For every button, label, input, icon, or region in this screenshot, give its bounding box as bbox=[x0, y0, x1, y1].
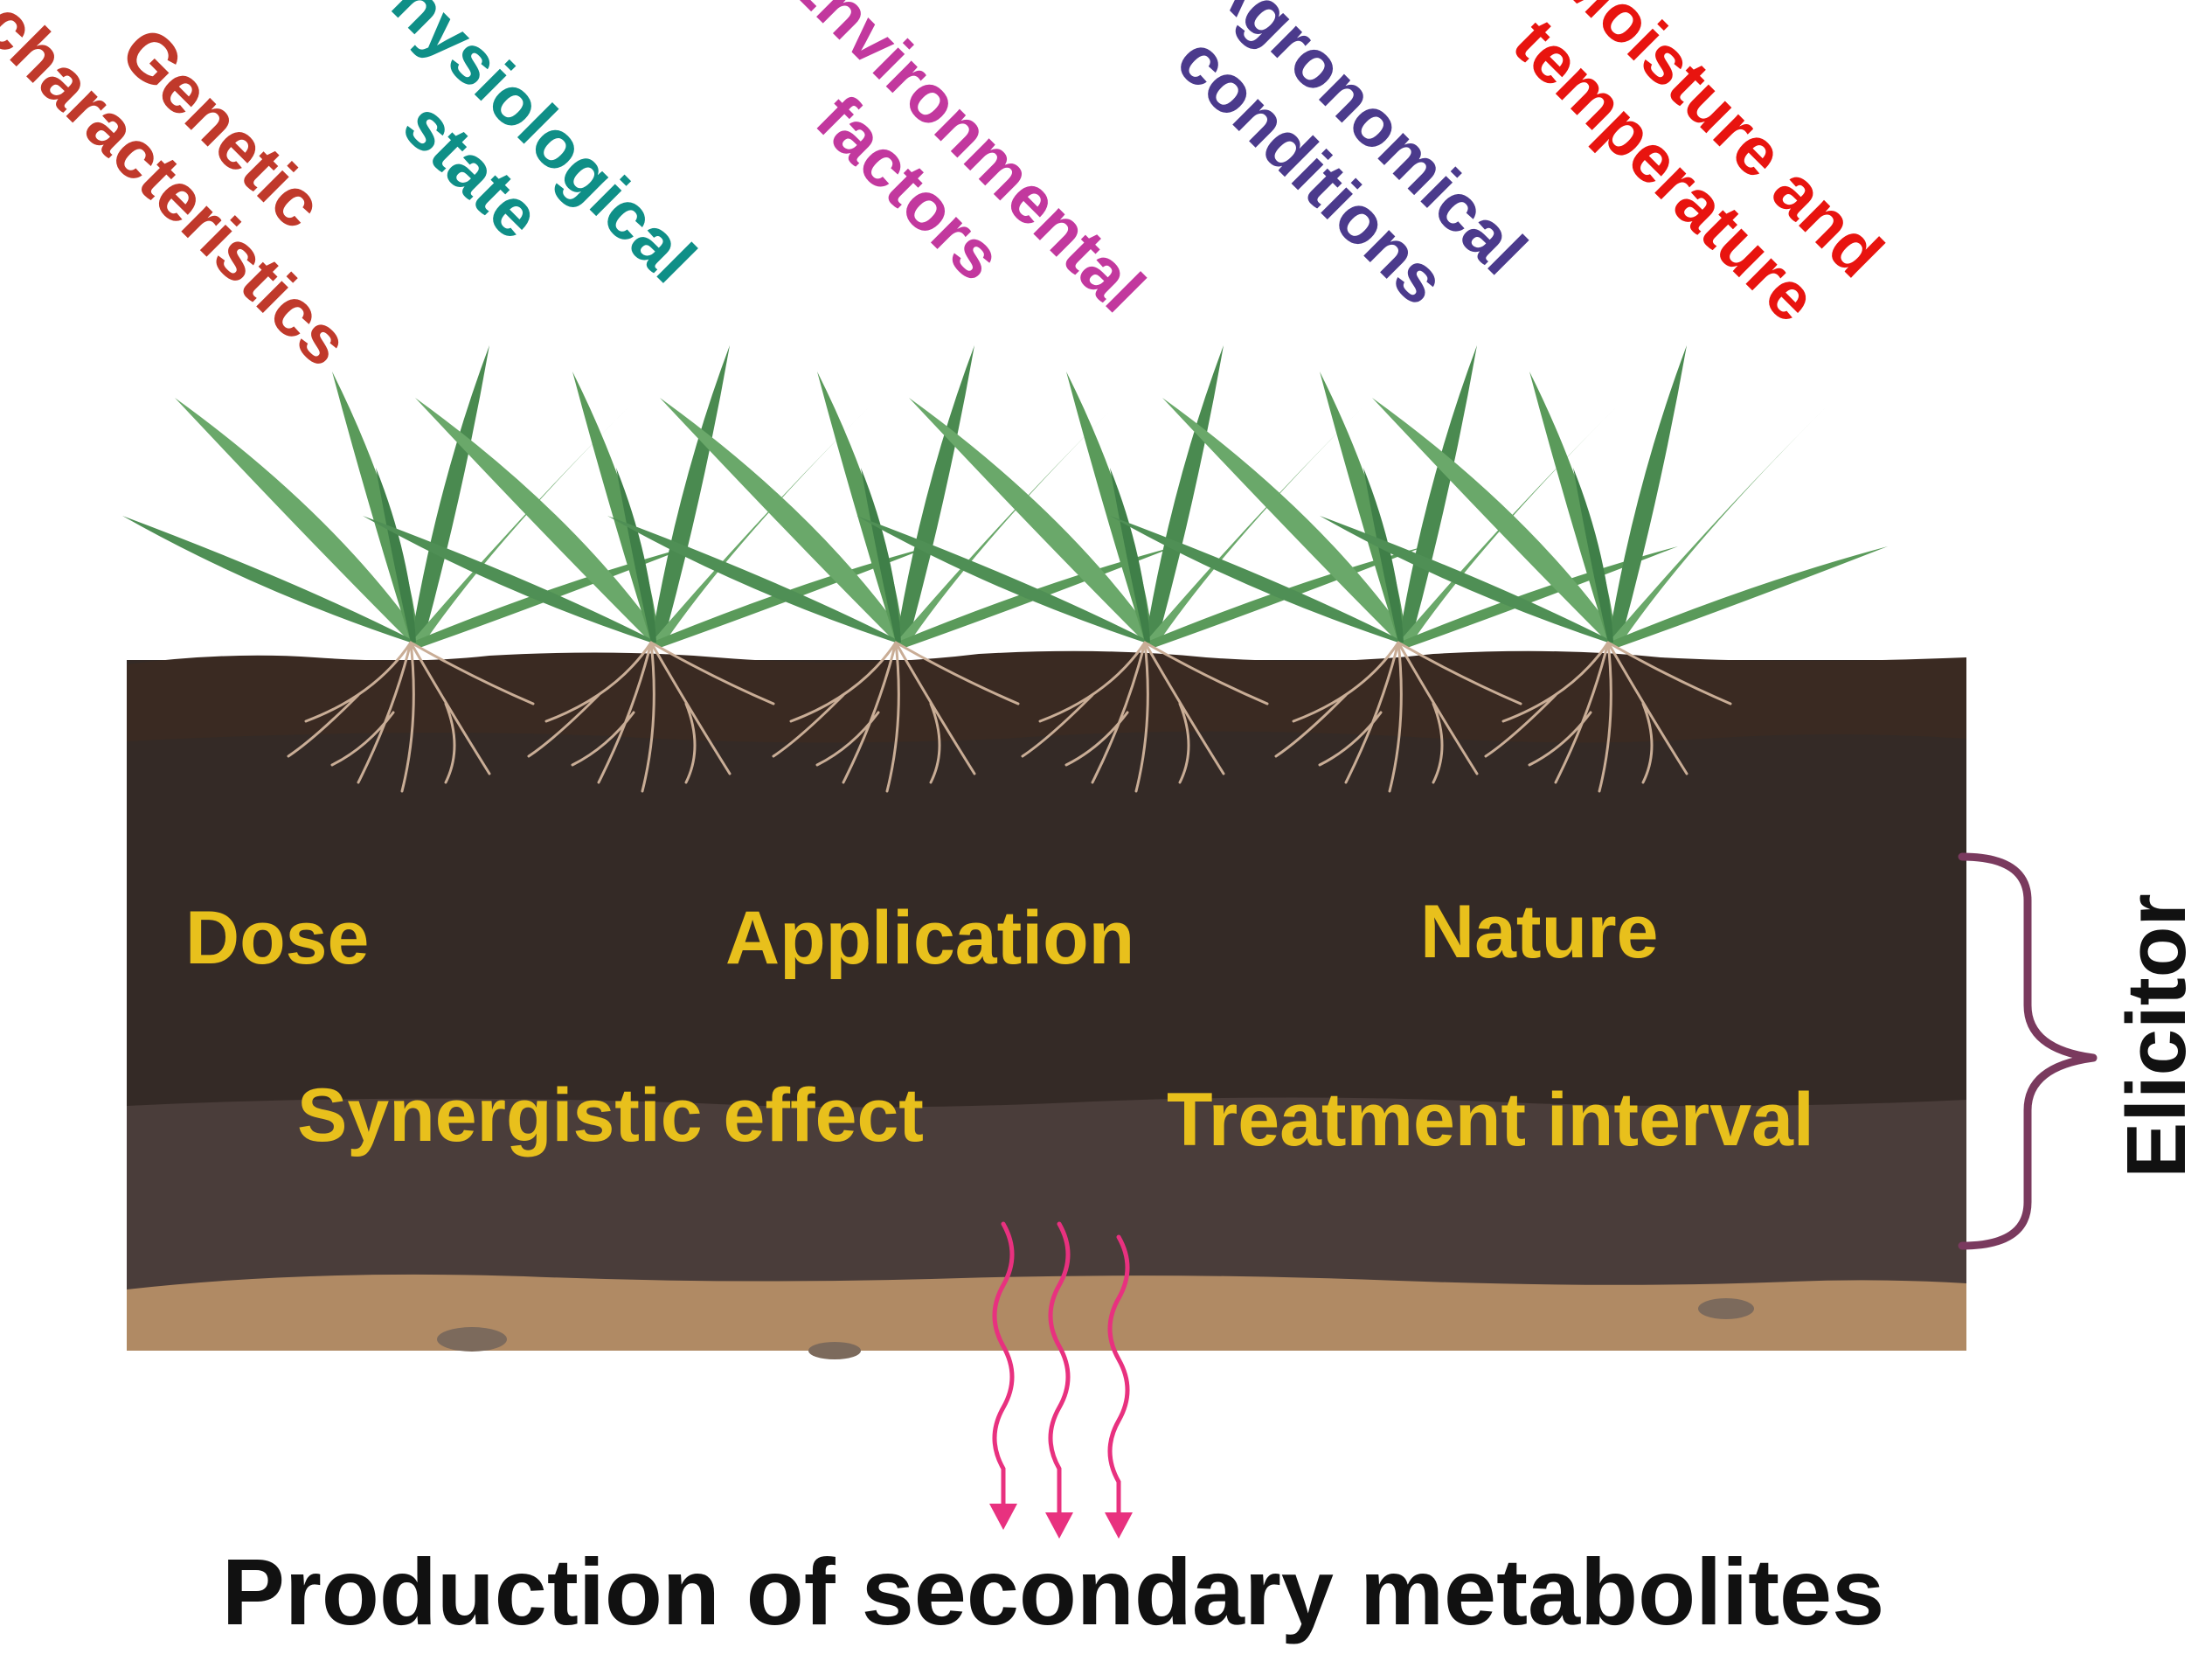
output-label: Production of secondary metabolites bbox=[222, 1539, 1884, 1644]
elicitor-brace bbox=[1958, 852, 2098, 1250]
elicitor-nature: Nature bbox=[1420, 890, 1658, 974]
arrow-heads bbox=[989, 1504, 1133, 1539]
grass-plant bbox=[122, 345, 690, 648]
grass-plant bbox=[1320, 345, 1888, 648]
arrow-head bbox=[989, 1504, 1017, 1530]
plants bbox=[122, 345, 1888, 793]
soil-block bbox=[127, 650, 1966, 1359]
elicitor-treatment-interval: Treatment interval bbox=[1167, 1078, 1814, 1162]
factor-label-physiological: Physiological state bbox=[345, 0, 711, 297]
grass-plant bbox=[363, 345, 931, 648]
elicitor-application: Application bbox=[725, 896, 1134, 980]
flow-arrows bbox=[992, 1221, 1130, 1519]
pebble bbox=[437, 1327, 507, 1352]
wavy-arrow bbox=[1048, 1221, 1071, 1519]
factor-label-agronomical: Agronomical conditions bbox=[1162, 0, 1542, 319]
wavy-arrow bbox=[992, 1221, 1015, 1511]
soil-lower-layer bbox=[127, 1097, 1966, 1294]
elicitor-dose: Dose bbox=[185, 896, 369, 980]
factor-label-moisture: Moisture and temperature bbox=[1499, 0, 1898, 337]
grass-plant bbox=[856, 345, 1425, 648]
soil-topsoil-layer bbox=[127, 650, 1966, 743]
arrow-head bbox=[1045, 1512, 1073, 1539]
plant-roots bbox=[287, 641, 1732, 793]
elicitor-side-label: Elicitor bbox=[2110, 893, 2203, 1178]
elicitor-synergistic-effect: Synergistic effect bbox=[297, 1074, 924, 1157]
pebble bbox=[808, 1342, 861, 1359]
arrow-head bbox=[1105, 1512, 1133, 1539]
wavy-arrow bbox=[1107, 1234, 1130, 1519]
factor-label-environmental: Environmental factors bbox=[770, 0, 1159, 327]
pebble bbox=[1698, 1298, 1754, 1319]
factor-label-genetic: Genetic characteristics bbox=[0, 0, 364, 380]
grass-plant bbox=[1110, 345, 1678, 648]
sand-layer bbox=[127, 1274, 1966, 1351]
